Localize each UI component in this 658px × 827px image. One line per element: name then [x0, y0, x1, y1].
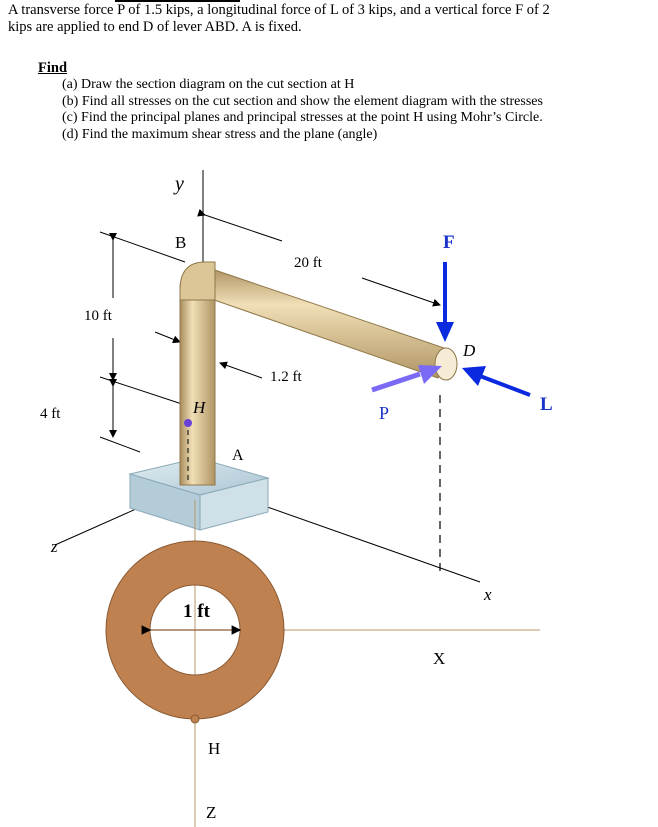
force-p-label: P — [379, 403, 389, 423]
problem-statement: A transverse force P of 1.5 kips, a long… — [8, 2, 653, 36]
lever-end-d — [434, 347, 458, 381]
header-rule — [115, 0, 240, 2]
force-l-label: L — [540, 394, 553, 415]
lever-vertical-arm — [179, 284, 216, 486]
task-a: (a) Draw the section diagram on the cut … — [62, 77, 355, 92]
force-f-arrowhead — [436, 322, 454, 342]
dim-20ft-right-arrow — [361, 277, 441, 307]
force-p-arrowhead — [418, 365, 442, 384]
dim-1-2ft-left-arrow — [154, 331, 181, 344]
dim-4ft-label: 4 ft — [40, 406, 61, 422]
section-h-label: H — [208, 739, 220, 758]
point-b-label: B — [175, 233, 186, 252]
task-list: (a) Draw the section diagram on the cut … — [62, 77, 543, 143]
task-c: (c) Find the principal planes and princi… — [62, 110, 543, 126]
z-axis-label: z — [50, 537, 58, 556]
y-axis-label: y — [173, 173, 184, 195]
section-z-label: Z — [206, 803, 216, 822]
dim-20ft-label: 20 ft — [294, 255, 323, 271]
find-heading: Find — [38, 60, 68, 76]
dim-1-2ft-label: 1.2 ft — [270, 369, 302, 385]
point-h-marker — [184, 419, 192, 427]
base-block-right — [199, 477, 269, 531]
dim-ext-bottom — [99, 436, 141, 453]
hollow-cross-section — [106, 541, 284, 719]
dim-1-2ft-right-arrow — [219, 361, 263, 379]
section-diameter-label: 1 ft — [183, 601, 211, 622]
dim-20ft-left-arrow — [197, 208, 283, 242]
point-h-label: H — [192, 398, 207, 417]
force-f-label: F — [443, 232, 455, 253]
task-b: (b) Find all stresses on the cut section… — [62, 93, 543, 109]
point-a-label: A — [232, 447, 244, 464]
force-l-arrowhead — [462, 366, 486, 386]
section-x-label: X — [433, 649, 445, 668]
force-p-shaft — [371, 371, 421, 393]
problem-line-1: A transverse force P of 1.5 kips, a long… — [8, 2, 550, 18]
force-l-shaft — [479, 374, 531, 397]
section-point-h — [190, 714, 200, 724]
point-d-label: D — [462, 341, 476, 360]
task-d: (d) Find the maximum shear stress and th… — [62, 126, 378, 142]
lever-bend-b — [179, 261, 216, 301]
problem-line-2: kips are applied to end D of lever ABD. … — [8, 19, 302, 35]
dim-10ft-label: 10 ft — [84, 308, 113, 324]
lever-horizontal-arm — [199, 264, 451, 379]
x-axis-label: x — [483, 585, 492, 604]
